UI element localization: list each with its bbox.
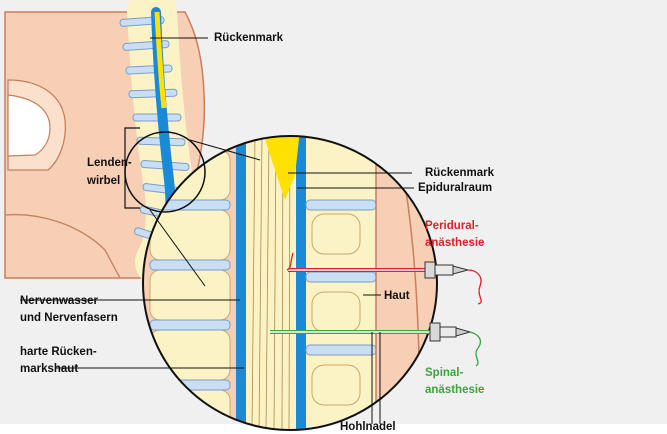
label-peridural-1: Peridural- [425,219,479,233]
label-nervenwasser-2: und Nervenfasern [20,311,118,325]
label-harte-rueckenmarkshaut-2: markshaut [20,362,78,376]
label-lendenwirbel-2: wirbel [87,174,120,188]
label-spinal-2: anästhesie [425,383,484,397]
label-spinal-1: Spinal- [425,366,463,380]
label-nervenwasser-1: Nervenwasser [20,294,98,308]
label-peridural-2: anästhesie [425,236,484,250]
label-haut: Haut [384,289,410,303]
label-harte-rueckenmarkshaut-1: harte Rücken- [20,345,97,359]
label-rueckenmark-top: Rückenmark [214,31,283,45]
label-rueckenmark-right: Rückenmark [425,166,494,180]
label-lendenwirbel-1: Lenden- [87,156,132,170]
label-epiduralraum: Epiduralraum [418,181,492,195]
label-hohlnadel: Hohlnadel [340,420,396,434]
